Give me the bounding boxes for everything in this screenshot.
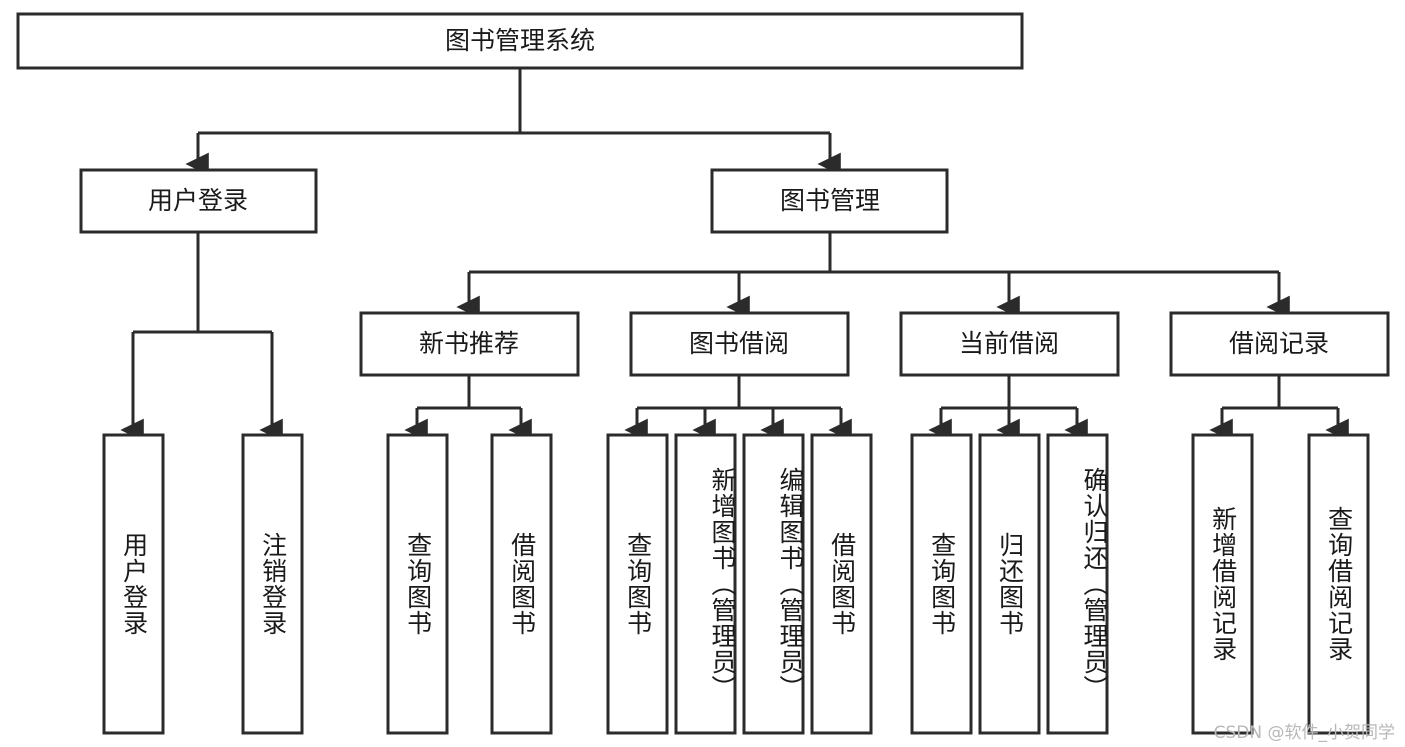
leaf-borrow-book-2-box[interactable] xyxy=(810,433,873,735)
connector-group-root xyxy=(185,68,841,176)
leaf-user-logout-box[interactable] xyxy=(241,433,304,735)
node-current-borrow-box[interactable] xyxy=(899,311,1120,377)
node-new-book-recommend-box[interactable] xyxy=(359,311,580,377)
node-root-label: 图书管理系统 xyxy=(445,26,595,55)
leaf-query-book-2-box[interactable] xyxy=(606,433,669,735)
node-book-management-label: 图书管理 xyxy=(780,186,880,215)
leaf-query-book-1-box[interactable] xyxy=(386,433,449,735)
leaf-borrow-book-1-box[interactable] xyxy=(490,433,553,735)
node-book-management-box[interactable] xyxy=(710,168,949,234)
node-user-login-label: 用户登录 xyxy=(148,186,248,215)
leaf-query-borrow-record-box[interactable] xyxy=(1307,433,1370,735)
node-book-borrow-box[interactable] xyxy=(629,311,850,377)
connector-group-book-management xyxy=(456,232,1290,319)
node-new-book-recommend-label: 新书推荐 xyxy=(419,329,519,358)
watermark-text: CSDN @软件_小贺同学 xyxy=(1213,723,1395,743)
leaf-user-login-box[interactable] xyxy=(102,433,165,735)
node-root-box[interactable] xyxy=(16,12,1024,70)
connector-group-new-book-recommend xyxy=(404,375,532,442)
leaf-edit-book-box[interactable] xyxy=(742,433,805,735)
node-user-login-box[interactable] xyxy=(79,168,318,234)
leaf-add-borrow-record-box[interactable] xyxy=(1191,433,1254,735)
connector-group-borrow-record xyxy=(1209,375,1349,442)
leaf-add-book-box[interactable] xyxy=(674,433,737,735)
leaf-return-book-box[interactable] xyxy=(978,433,1041,735)
leaf-confirm-return-box[interactable] xyxy=(1046,433,1109,735)
node-borrow-record-box[interactable] xyxy=(1169,311,1390,377)
node-current-borrow-label: 当前借阅 xyxy=(959,329,1059,358)
leaf-query-book-3-box[interactable] xyxy=(910,433,973,735)
connector-group-user-login xyxy=(120,232,283,442)
connector-group-current-borrow xyxy=(928,375,1088,442)
node-borrow-record-label: 借阅记录 xyxy=(1229,329,1329,358)
connector-group-book-borrow xyxy=(624,375,852,442)
node-book-borrow-label: 图书借阅 xyxy=(689,329,789,358)
